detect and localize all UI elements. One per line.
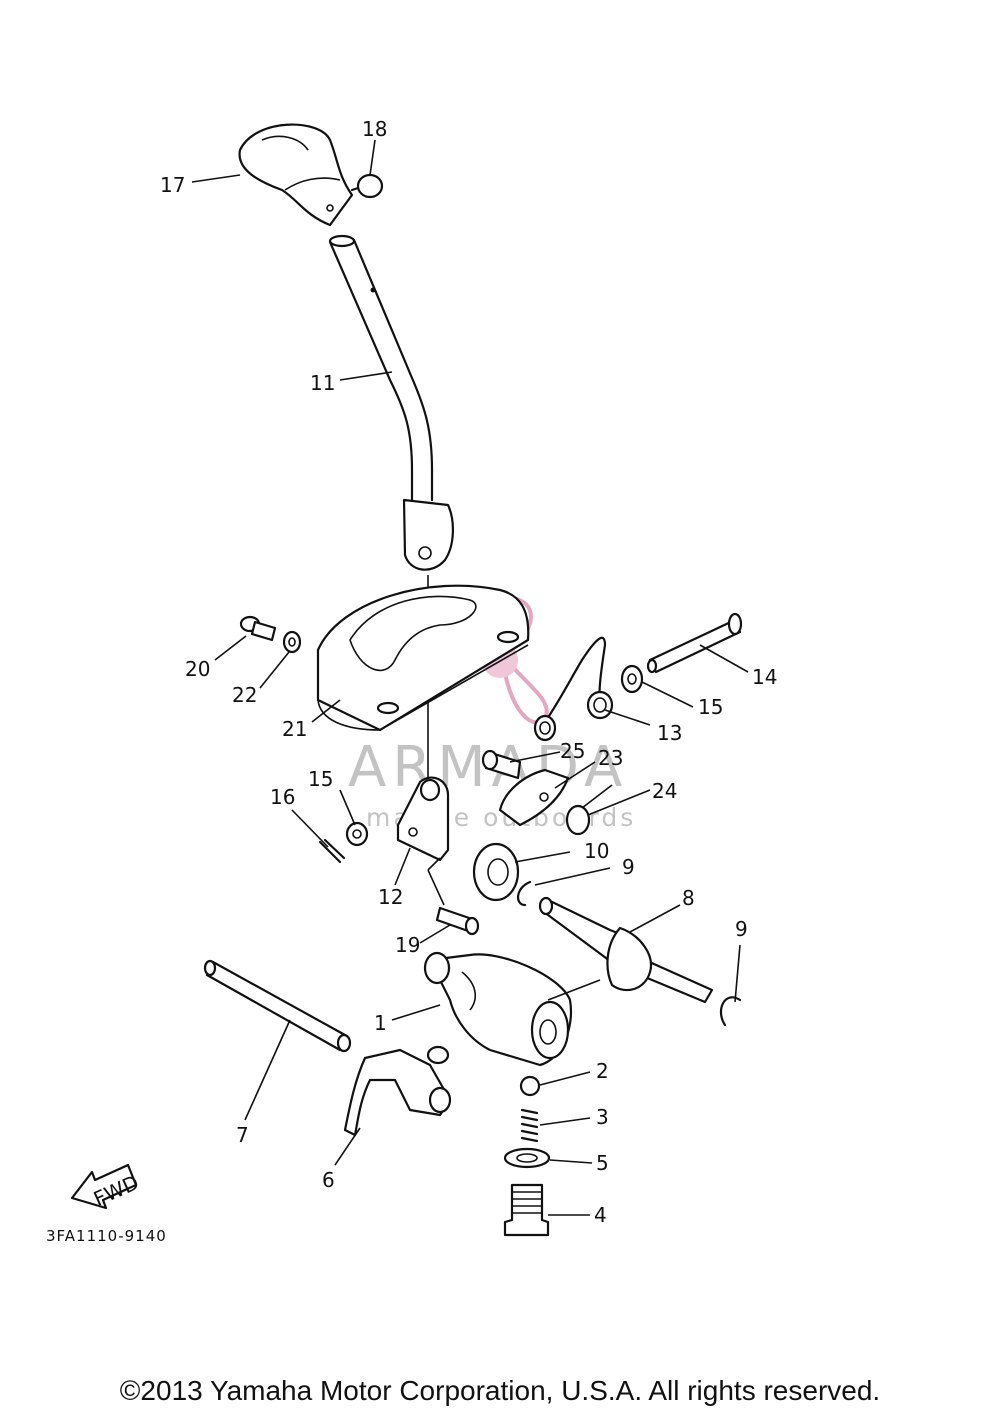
label-1: 1 (374, 1011, 387, 1035)
label-8: 8 (682, 886, 695, 910)
parts-diagram: ARMADA marine outboards (46, 117, 777, 1245)
label-15-right: 15 (698, 695, 723, 719)
label-13: 13 (657, 721, 682, 745)
part-19-bolt (435, 906, 480, 936)
part-15-washer-left (345, 821, 369, 847)
label-10: 10 (584, 839, 609, 863)
label-18: 18 (362, 117, 387, 141)
label-3: 3 (596, 1105, 609, 1129)
part-2-ball (519, 1075, 541, 1097)
label-6: 6 (322, 1168, 335, 1192)
leader-lines (191, 139, 749, 1216)
label-11: 11 (310, 371, 335, 395)
part-15-washer-right (620, 664, 644, 694)
part-labels: 17 18 11 20 22 21 14 15 13 25 23 24 15 1… (160, 117, 777, 1227)
part-9-circlip-left (517, 880, 532, 907)
label-5: 5 (596, 1151, 609, 1175)
part-25-bolt (481, 749, 522, 780)
part-23-plate (498, 768, 570, 827)
part-13-spring (533, 636, 614, 742)
label-19: 19 (395, 933, 420, 957)
part-6-shift-fork (343, 1045, 452, 1137)
part-11-shift-lever (328, 234, 454, 571)
label-15-left: 15 (308, 767, 333, 791)
copyright-notice: ©2013 Yamaha Motor Corporation, U.S.A. A… (119, 1375, 881, 1406)
label-7: 7 (236, 1123, 249, 1147)
part-5-washer (503, 1147, 551, 1169)
label-14: 14 (752, 665, 777, 689)
part-20-bolt (239, 615, 277, 642)
part-14-pin (646, 612, 743, 674)
part-12-lever-bracket (396, 776, 450, 862)
label-21: 21 (282, 717, 307, 741)
part-10-bearing (472, 842, 520, 902)
part-24-spring (565, 784, 613, 836)
label-17: 17 (160, 173, 185, 197)
label-25: 25 (560, 739, 585, 763)
label-4: 4 (594, 1203, 607, 1227)
label-22: 22 (232, 683, 257, 707)
label-23: 23 (598, 746, 623, 770)
part-3-spring (520, 1108, 539, 1143)
part-21-shift-guide (316, 584, 530, 732)
part-17-shift-knob (238, 123, 354, 227)
label-16: 16 (270, 785, 295, 809)
part-4-plug (503, 1183, 550, 1237)
part-8-shift-shaft (538, 896, 714, 1004)
part-9-circlip-right (719, 996, 742, 1027)
label-2: 2 (596, 1059, 609, 1083)
fwd-arrow-icon: FWD (70, 1163, 142, 1211)
part-18-knob-pin (350, 173, 384, 199)
label-12: 12 (378, 885, 403, 909)
diagram-code: 3FA1110-9140 (46, 1227, 167, 1245)
part-7-shaft (203, 959, 352, 1053)
label-20: 20 (185, 657, 210, 681)
label-9-left: 9 (622, 855, 635, 879)
part-1-shift-drum (423, 951, 573, 1067)
label-24: 24 (652, 779, 677, 803)
part-22-washer (282, 630, 302, 654)
label-9-right: 9 (735, 917, 748, 941)
part-16-cotter-pin (318, 838, 346, 864)
